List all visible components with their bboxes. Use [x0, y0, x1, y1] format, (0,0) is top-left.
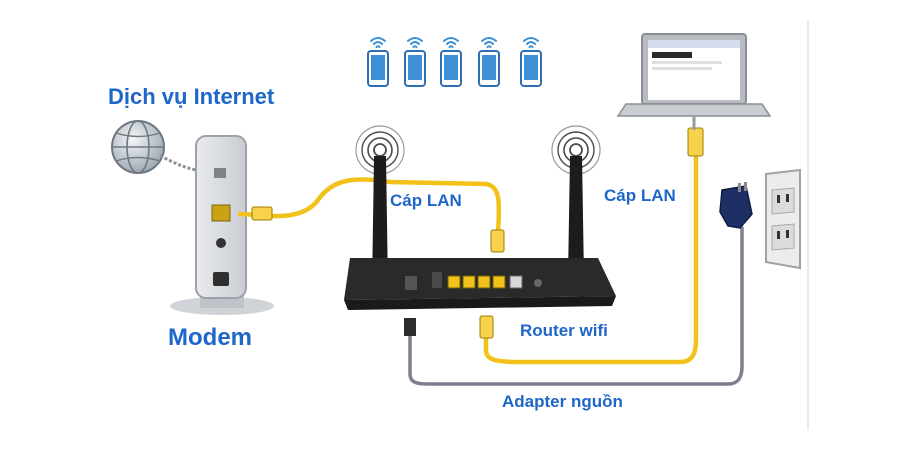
- router-device: [344, 258, 616, 310]
- lan-plug-modem: [251, 206, 273, 221]
- modem-label: Modem: [168, 324, 252, 351]
- lan-cable-label-2: Cáp LAN: [604, 186, 676, 205]
- power-adapter-icon: [719, 182, 753, 229]
- internet-line-cable: [159, 154, 213, 174]
- laptop-device: [616, 33, 772, 117]
- lan-cable-label-1: Cáp LAN: [390, 191, 462, 210]
- lan-cable-router-laptop: [483, 155, 699, 365]
- phone-icon: [520, 37, 542, 87]
- lan-plug-router-bottom: [479, 315, 494, 339]
- internet-globe-icon: [111, 120, 165, 174]
- phone-icon: [440, 37, 462, 87]
- adapter-label: Adapter nguồn: [502, 392, 623, 411]
- router-label: Router wifi: [520, 321, 608, 340]
- power-plug-router: [404, 318, 416, 336]
- lan-plug-router-top: [490, 229, 505, 253]
- internet-service-label: Dịch vụ Internet: [108, 84, 275, 109]
- lan-cable-modem-router: [237, 177, 502, 235]
- antenna-right: [568, 156, 584, 278]
- phone-icon: [478, 37, 500, 87]
- antenna-left: [372, 156, 388, 288]
- power-cable: [408, 226, 744, 386]
- modem-device: [170, 135, 274, 315]
- lan-plug-laptop: [687, 127, 704, 157]
- phone-icon: [404, 37, 426, 87]
- wall-outlet-icon: [765, 168, 801, 270]
- phone-group: [367, 37, 542, 87]
- phone-icon: [367, 37, 389, 87]
